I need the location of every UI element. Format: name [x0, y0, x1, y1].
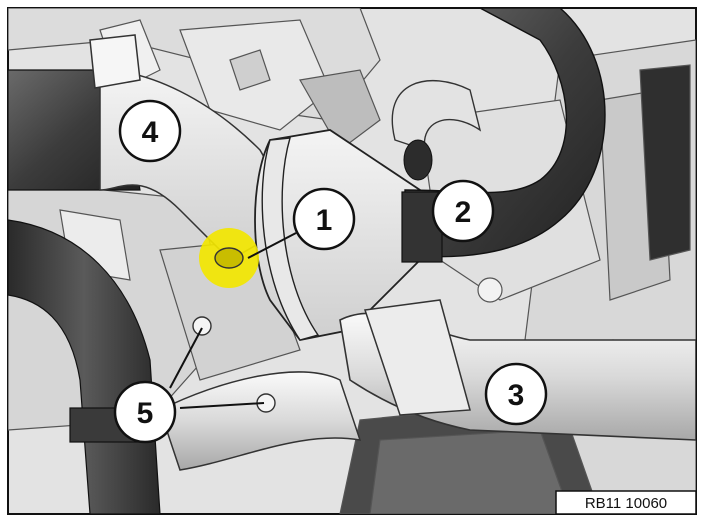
sensor-connector — [214, 247, 244, 269]
pipe-4-collar — [89, 34, 141, 89]
sensor-plug — [403, 139, 433, 181]
callout-2: 2 — [431, 179, 495, 243]
callout-4-label: 4 — [142, 116, 159, 149]
callout-5-label: 5 — [137, 397, 154, 430]
leader-lines — [169, 232, 297, 409]
callout-5: 5 — [113, 380, 177, 444]
housing-flange — [261, 137, 320, 341]
callout-4: 4 — [118, 99, 182, 163]
leader-1 — [247, 232, 297, 259]
bolts-5 — [192, 316, 276, 413]
bolt-upper — [192, 316, 212, 336]
callout-3: 3 — [484, 362, 548, 426]
reference-code: RB11 10060 — [585, 495, 667, 512]
reference-code-box: RB11 10060 — [555, 490, 697, 515]
callout-2-label: 2 — [455, 196, 472, 229]
leader-5b — [179, 402, 265, 409]
callout-3-label: 3 — [508, 379, 525, 412]
callout-1: 1 — [292, 187, 356, 251]
pipe-3-collar — [364, 299, 471, 416]
lower-pipe-5 — [159, 371, 362, 471]
upper-loop-pipe — [391, 79, 482, 152]
leader-5a — [169, 327, 203, 389]
callout-1-label: 1 — [316, 204, 333, 237]
